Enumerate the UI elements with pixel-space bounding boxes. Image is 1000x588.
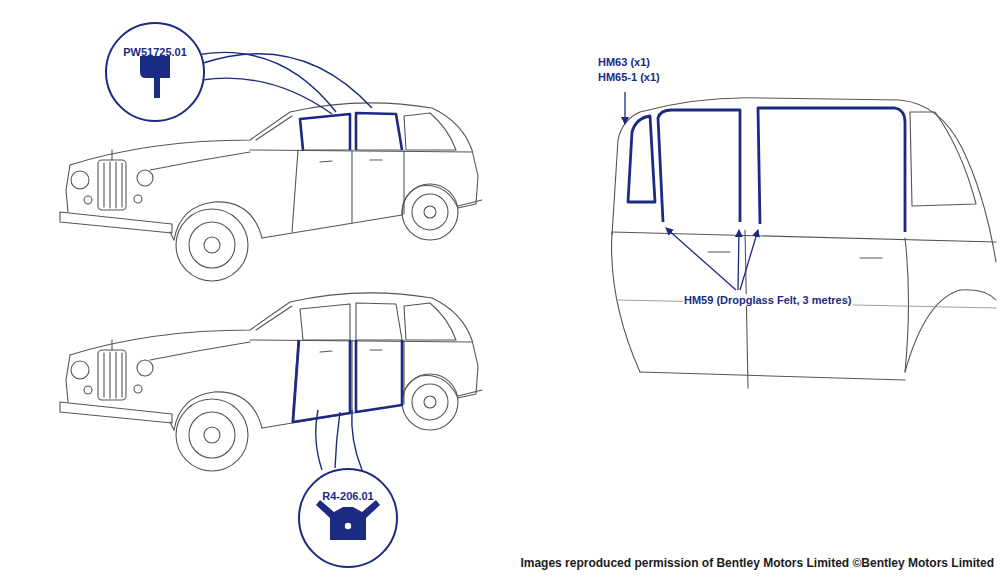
callout-circle: R4-206.01 xyxy=(298,468,398,568)
illustration-part xyxy=(345,523,351,529)
copyright-caption: Images reproduced permission of Bentley … xyxy=(520,556,994,570)
illustration-part xyxy=(758,108,905,232)
illustration-part xyxy=(738,230,739,290)
illustration-part xyxy=(910,112,976,206)
car-illustration xyxy=(60,293,482,471)
illustration-part xyxy=(356,113,402,150)
illustration-part xyxy=(612,98,996,262)
illustration-part xyxy=(298,468,398,568)
part-label: HM63 (x1) xyxy=(597,56,651,68)
illustration-part xyxy=(316,410,322,470)
car-drawing xyxy=(60,293,482,471)
illustration-part xyxy=(905,290,996,372)
door-seal-highlight xyxy=(293,340,402,422)
part-number: R4-206.01 xyxy=(300,490,396,502)
callout-bubble xyxy=(105,22,372,122)
leader-arrow xyxy=(625,92,758,290)
window-channel-highlight xyxy=(300,113,402,150)
illustration-part xyxy=(202,78,332,114)
illustration-part xyxy=(708,252,882,258)
illustration-part xyxy=(200,54,372,108)
seal-profile-symbol xyxy=(316,500,380,540)
car-illustration xyxy=(60,103,482,281)
illustration-part xyxy=(293,340,350,422)
illustration-part xyxy=(628,116,655,202)
part-number: PW51725.01 xyxy=(107,46,203,58)
illustration-part xyxy=(356,340,402,412)
illustration-part xyxy=(740,230,758,290)
illustration-part xyxy=(612,232,996,242)
illustration-part xyxy=(335,412,340,468)
window-channel-highlight xyxy=(628,108,905,232)
illustration-part xyxy=(666,228,736,290)
callout-circle: PW51725.01 xyxy=(105,22,205,122)
door-closeup-illustration xyxy=(612,98,996,388)
illustration-part xyxy=(300,114,350,150)
illustration-part xyxy=(352,410,362,470)
illustration-part xyxy=(905,238,909,372)
part-label: HM65-1 (x1) xyxy=(597,71,661,83)
illustration-part xyxy=(745,230,748,388)
seal-profile-symbol xyxy=(140,56,170,98)
car-drawing xyxy=(60,103,482,281)
illustration-part xyxy=(105,22,205,122)
callout-bubble xyxy=(298,410,398,568)
part-label: HM59 (Dropglass Felt, 3 metres) xyxy=(683,294,853,306)
illustration-part xyxy=(658,110,740,222)
illustration-part xyxy=(612,232,640,372)
illustration-part xyxy=(640,372,905,380)
illustration-part xyxy=(624,92,625,124)
